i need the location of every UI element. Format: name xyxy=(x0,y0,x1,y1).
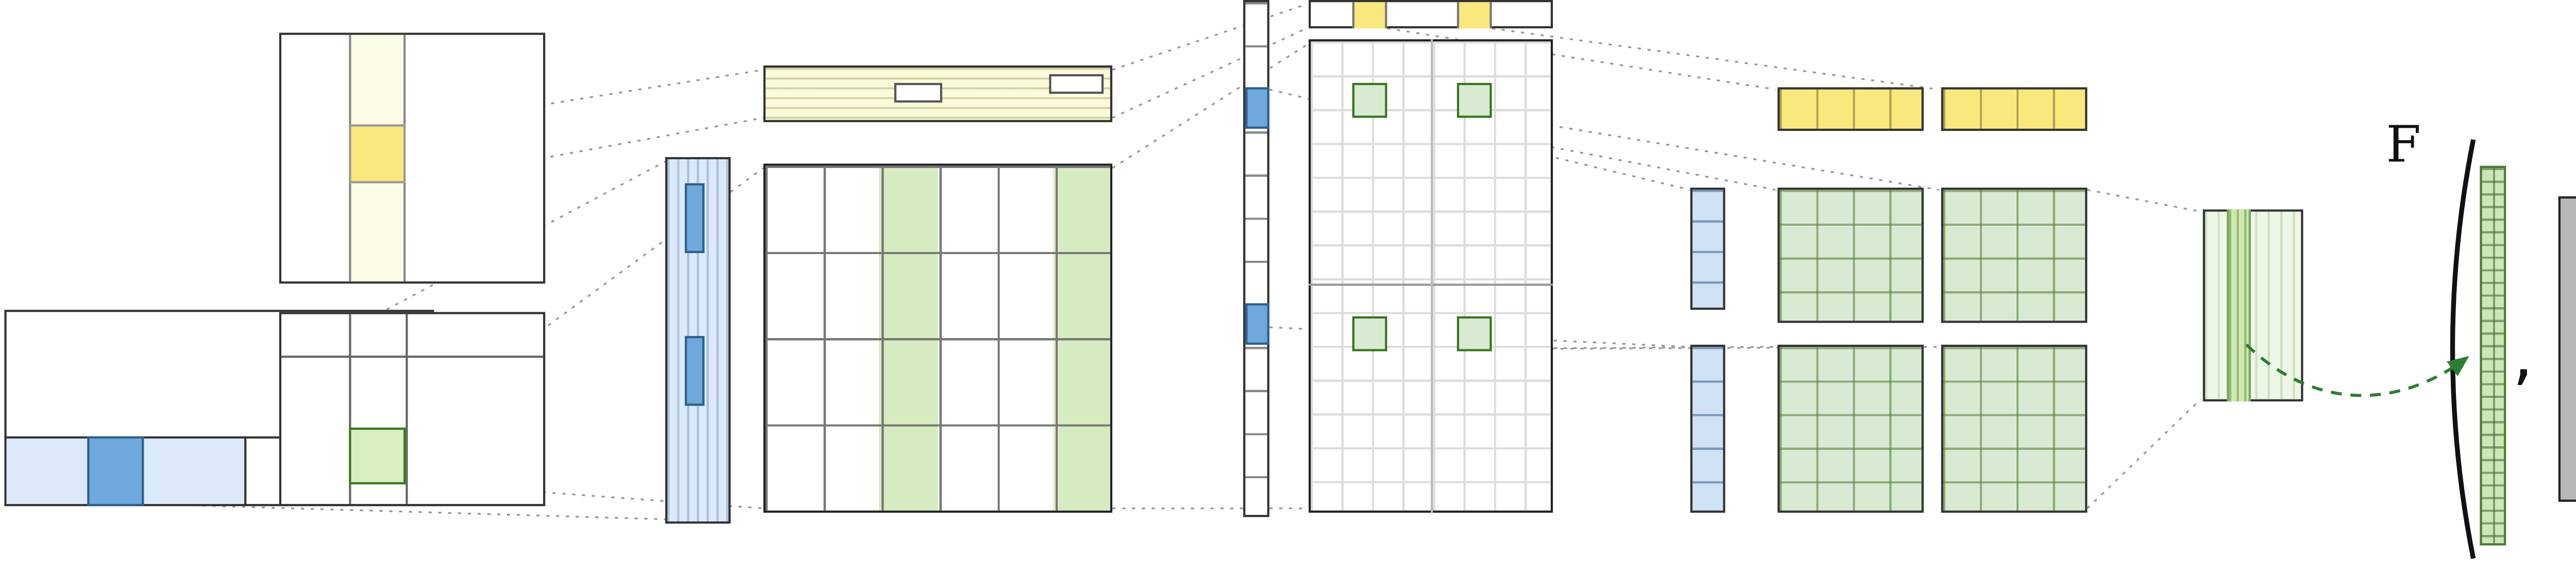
bottom-matrix-selected-cell xyxy=(349,427,406,484)
fine-column-selected-1 xyxy=(1244,87,1268,129)
input-matrix-row-line xyxy=(4,436,434,439)
fine-block-selected-1 xyxy=(1351,81,1386,117)
function-label: F xyxy=(2386,118,2421,175)
top-matrix-selected-cell xyxy=(349,124,406,183)
row-vector-block xyxy=(763,65,1113,123)
column-vector-selected-1 xyxy=(685,183,705,254)
outer-product-grid-2 xyxy=(1941,188,2088,323)
bottom-matrix-gridline-h1 xyxy=(281,356,544,358)
zoom-line xyxy=(1387,27,1776,91)
outer-product-grid-3 xyxy=(1777,344,1924,513)
zoom-line xyxy=(1387,114,1776,191)
fine-block-matrix-midline-v xyxy=(1431,39,1433,513)
block-matrix-gridlines xyxy=(765,165,1110,511)
green-dashed-arrow xyxy=(2245,343,2469,397)
outer-product-grid-1 xyxy=(1777,188,1924,323)
argument-column-gray xyxy=(2558,196,2576,502)
fine-block-selected-4 xyxy=(1455,315,1491,350)
sub-column-vector-1 xyxy=(1690,188,1725,310)
input-matrix-row-end-line xyxy=(244,436,247,507)
comma-1: , xyxy=(2512,318,2534,395)
fine-row-selector xyxy=(1309,0,1553,29)
sub-row-vector-1 xyxy=(1777,87,1924,131)
zoom-line xyxy=(1492,27,1939,91)
row-vector-selected-2 xyxy=(1049,74,1104,94)
row-vector-selected-1 xyxy=(894,82,942,103)
zoom-line xyxy=(1492,114,1939,191)
bottom-matrix xyxy=(279,312,546,507)
outer-product-grid-4 xyxy=(1941,344,2088,513)
zoom-line xyxy=(144,503,666,521)
sub-column-vector-2 xyxy=(1690,344,1725,513)
fine-row-selected-2 xyxy=(1455,1,1492,27)
result-block xyxy=(2202,209,2303,401)
zoom-line xyxy=(1112,27,1307,119)
argument-column-green xyxy=(2480,165,2506,546)
fine-block-selected-2 xyxy=(1455,81,1491,117)
fine-column-selected-2 xyxy=(1244,302,1268,344)
column-vector-selected-2 xyxy=(685,336,705,406)
bottom-matrix-gridline-v1 xyxy=(349,314,351,504)
sub-row-vector-2 xyxy=(1941,87,2088,131)
bottom-matrix-gridline-v2 xyxy=(405,314,408,504)
input-matrix-selected-cell xyxy=(87,436,144,507)
paren-left xyxy=(2450,139,2476,559)
fine-row-selected-1 xyxy=(1351,1,1387,27)
zoom-line xyxy=(2087,398,2201,509)
result-selected-column xyxy=(2227,209,2251,401)
top-matrix xyxy=(279,32,546,284)
fine-block-selected-3 xyxy=(1351,315,1386,350)
